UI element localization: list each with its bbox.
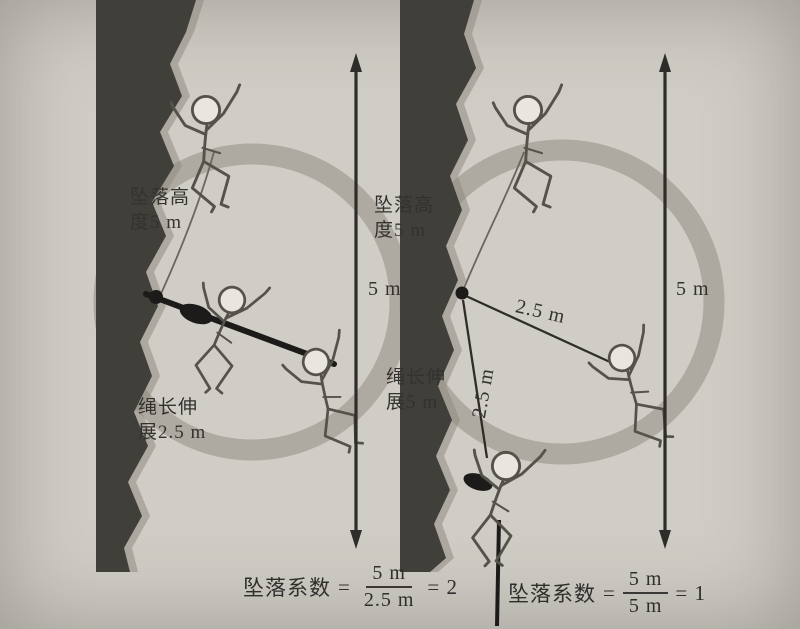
left-arrow-head-top [350,53,362,72]
left-anchor-point [149,290,163,304]
left-arrow-distance-label: 5 m [368,278,402,300]
left-formula-lhs: 坠落系数 [243,576,331,600]
right-arrow-head-bottom [659,530,671,549]
left-rope-stretch-label-line2: 展2.5 m [138,421,207,443]
right-rope-vertical-line [461,299,489,459]
left-formula-fraction: 5 m 2.5 m [358,562,421,612]
right-formula-lhs: 坠落系数 [508,582,596,606]
right-formula-fraction: 5 m 5 m [622,568,669,618]
right-fall-factor-formula: 坠落系数 = 5 m 5 m = 1 [508,568,706,618]
right-formula-result: = 1 [675,580,706,605]
right-arrow-head-top [659,53,671,72]
left-fraction-denominator: 2.5 m [363,589,415,611]
left-arrow-head-bottom [350,530,362,549]
right-rope-stretch-label-line2: 展5 m [386,391,439,413]
left-rope-stretch-label: 绳长伸 展2.5 m [138,396,206,445]
left-rock-face [96,0,196,572]
right-fall-height-label-line2: 度5 m [374,219,427,241]
right-bottom-rope-line [495,519,501,627]
left-anchor-device [179,303,213,325]
right-fall-height-label-line1: 坠落高 [374,195,435,216]
left-rope-line [143,291,337,367]
right-formula-equals: = [603,580,616,605]
left-top-rope-line [159,151,215,297]
right-anchor-dot [455,286,469,300]
left-fall-height-label-line2: 度5 m [130,211,183,233]
left-fall-height-label: 坠落高 度5 m [130,186,190,235]
left-rope-stretch-label-line1: 绳长伸 [138,397,199,418]
right-fraction-numerator: 5 m [622,568,669,594]
right-rope-diagonal-line [465,294,611,364]
left-fraction-numerator: 5 m [366,562,412,588]
right-fall-height-label: 坠落高 度5 m [374,194,434,243]
right-rope-stretch-label-line1: 绳长伸 [386,367,447,388]
left-formula-result: = 2 [427,574,458,599]
left-formula-equals: = [338,574,351,599]
right-rope-stretch-label: 绳长伸 展5 m [386,366,446,415]
right-rock-face [400,0,476,572]
right-top-rope-line [461,151,525,294]
right-fraction-denominator: 5 m [628,595,663,617]
right-arrow-distance-label: 5 m [676,278,710,300]
left-fall-height-label-line1: 坠落高 [130,187,191,208]
left-fall-factor-formula: 坠落系数 = 5 m 2.5 m = 2 [243,562,458,612]
